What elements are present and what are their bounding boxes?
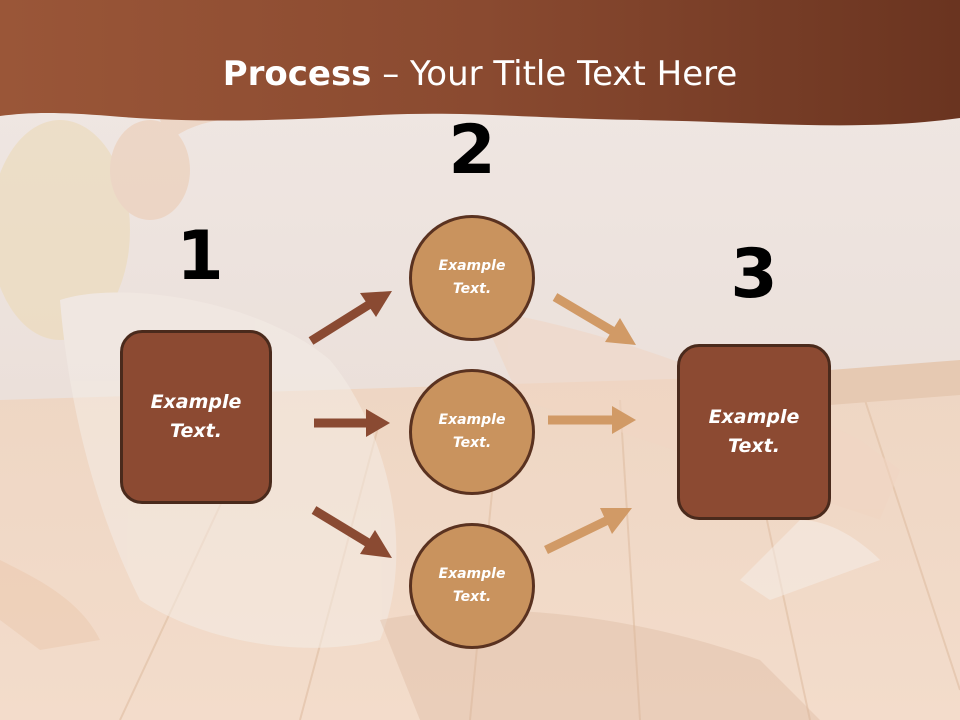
right-box: Example Text.	[677, 344, 831, 520]
slide-title: Process – Your Title Text Here	[0, 52, 960, 96]
step-number-3: 3	[730, 235, 778, 314]
circle-bottom: Example Text.	[409, 523, 535, 649]
title-bold: Process	[222, 54, 372, 94]
circle-top: Example Text.	[409, 215, 535, 341]
step-number-2: 2	[448, 111, 496, 190]
circle-middle: Example Text.	[409, 369, 535, 495]
left-box-text: Example Text.	[150, 391, 242, 442]
circle-middle-text: Example Text.	[438, 412, 506, 451]
step-number-1: 1	[176, 217, 224, 296]
circle-top-text: Example Text.	[438, 258, 506, 297]
circle-bottom-text: Example Text.	[438, 566, 506, 605]
title-rest: – Your Title Text Here	[371, 54, 738, 94]
left-box: Example Text.	[120, 330, 272, 504]
right-box-text: Example Text.	[708, 406, 800, 457]
